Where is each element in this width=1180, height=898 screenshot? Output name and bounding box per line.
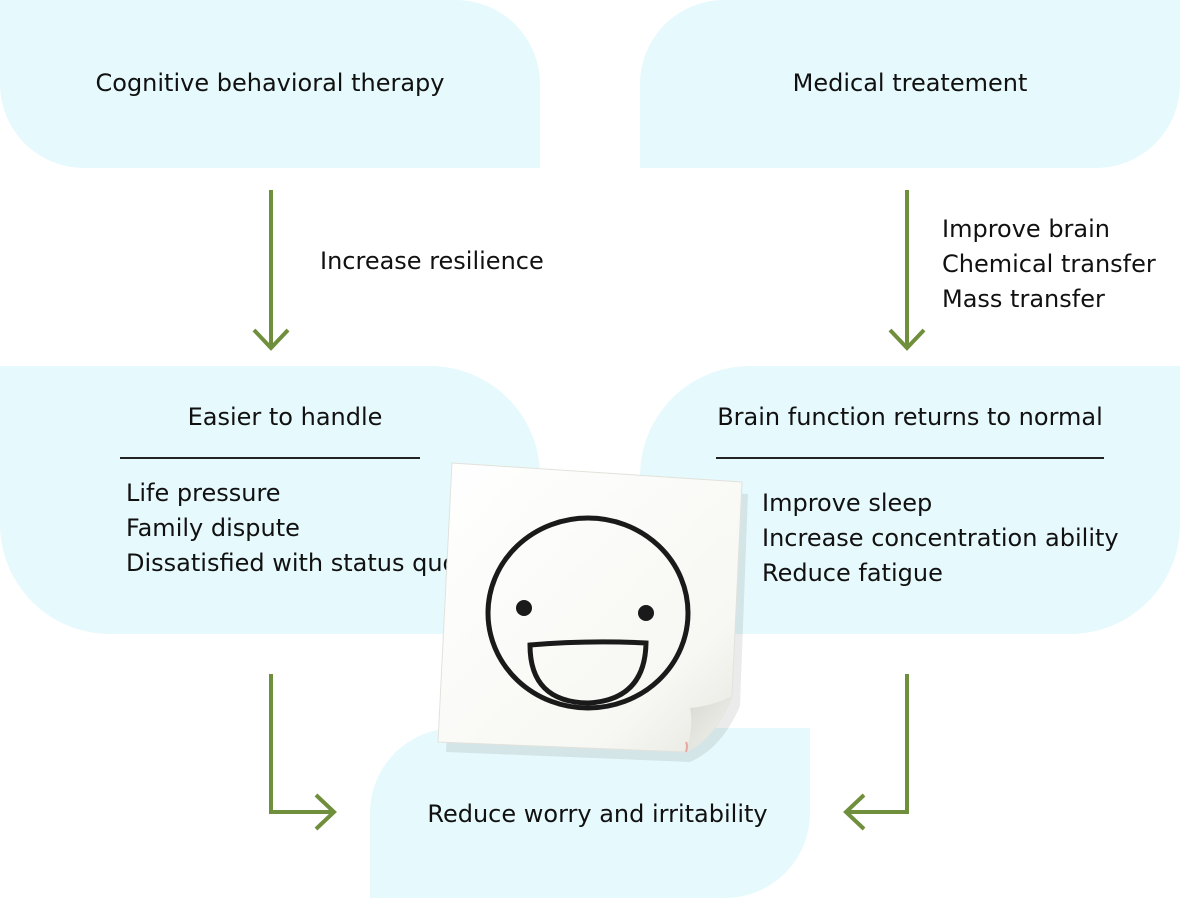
cbt-title: Cognitive behavioral therapy (95, 69, 445, 97)
increase-resilience-label: Increase resilience (320, 247, 544, 275)
easier-item: Dissatisfied with status quo (126, 549, 458, 577)
medical-treatment-title: Medical treatement (792, 69, 1028, 97)
arrow-brain-to-reduce (843, 674, 909, 831)
medical-effects-list: Improve brain Chemical transfer Mass tra… (942, 212, 1156, 317)
medical-treatment-box (640, 0, 1180, 168)
arrow-medical-to-brain (888, 190, 926, 351)
easier-divider (120, 457, 420, 459)
arrow-easier-to-reduce (269, 674, 337, 831)
medical-effect-item: Chemical transfer (942, 250, 1156, 278)
easier-items-list: Life pressure Family dispute Dissatisfie… (126, 476, 457, 581)
brain-items-list: Improve sleep Increase concentration abi… (762, 486, 1119, 591)
brain-item: Improve sleep (762, 489, 933, 517)
cbt-box (0, 0, 540, 168)
reduce-worry-box (370, 728, 810, 898)
easier-to-handle-title: Easier to handle (187, 403, 383, 431)
reduce-worry-title: Reduce worry and irritability (427, 800, 768, 828)
brain-function-title: Brain function returns to normal (717, 403, 1103, 431)
brain-item: Reduce fatigue (762, 559, 943, 587)
medical-effect-item: Mass transfer (942, 285, 1105, 313)
easier-item: Life pressure (126, 479, 281, 507)
brain-divider (716, 457, 1104, 459)
easier-item: Family dispute (126, 514, 300, 542)
arrow-cbt-to-easier (252, 190, 290, 351)
medical-effect-item: Improve brain (942, 215, 1110, 243)
brain-item: Increase concentration ability (762, 524, 1119, 552)
